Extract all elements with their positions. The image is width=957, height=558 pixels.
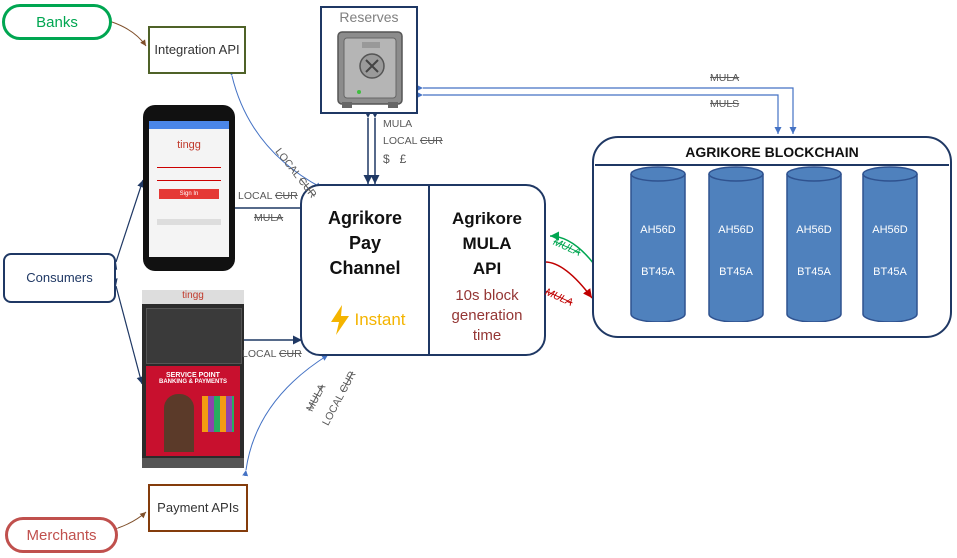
- reserves-label: Reserves: [339, 9, 399, 25]
- phone-mula-label: MULA: [254, 212, 284, 224]
- block-cylinder-4[interactable]: AH56D BT45A: [862, 166, 918, 322]
- block-cylinder-1[interactable]: AH56D BT45A: [630, 166, 686, 322]
- integration-api-node[interactable]: Integration API: [148, 26, 246, 74]
- mula-api-title: Agrikore MULA API: [452, 209, 522, 278]
- kiosk-local-cur-label: LOCAL CUR: [242, 348, 302, 360]
- merchants-label: Merchants: [26, 526, 97, 544]
- phone-brand: tingg: [177, 139, 201, 151]
- block-id-bottom: BT45A: [873, 266, 907, 278]
- kiosk-sign-line2: BANKING & PAYMENTS: [158, 379, 227, 385]
- block-id-top: AH56D: [796, 224, 832, 236]
- block-id-bottom: BT45A: [719, 266, 753, 278]
- channel-divider: [428, 186, 430, 354]
- blockchain-title: AGRIKORE BLOCKCHAIN: [685, 144, 859, 160]
- block-cylinder-2[interactable]: AH56D BT45A: [708, 166, 764, 322]
- instant-badge: Instant: [310, 304, 424, 336]
- cylinder-shape: [862, 166, 918, 322]
- integration-api-label: Integration API: [154, 42, 240, 57]
- cylinder-shape: [786, 166, 842, 322]
- reserves-symbols-label: $ £: [383, 152, 407, 166]
- phone-signin-button: Sign In: [159, 189, 219, 199]
- phone-image: tingg Sign In: [143, 105, 235, 271]
- lightning-icon: [331, 305, 350, 335]
- kiosk-image: tingg SERVICE POINT BANKING & PAYMENTS: [142, 290, 244, 468]
- consumers-label: Consumers: [26, 270, 93, 285]
- block-id-bottom: BT45A: [797, 266, 831, 278]
- payment-apis-label: Payment APIs: [157, 500, 239, 515]
- block-time-note: 10s block generation time: [451, 287, 523, 344]
- consumers-node[interactable]: Consumers: [3, 253, 116, 303]
- pay-channel-node[interactable]: Agrikore Pay Channel Instant Agrikore MU…: [300, 184, 546, 356]
- reserves-local-cur-label: LOCAL CUR: [383, 135, 443, 147]
- cylinder-shape: [630, 166, 686, 322]
- block-id-top: AH56D: [718, 224, 754, 236]
- kiosk-brand: tingg: [182, 290, 204, 301]
- banks-label: Banks: [36, 13, 78, 31]
- banks-node[interactable]: Banks: [2, 4, 112, 40]
- block-cylinder-3[interactable]: AH56D BT45A: [786, 166, 842, 322]
- reserves-node[interactable]: Reserves: [320, 6, 418, 114]
- phone-local-cur-label: LOCAL CUR: [238, 190, 298, 202]
- block-id-top: AH56D: [872, 224, 908, 236]
- top-mula-label: MULA: [710, 72, 740, 84]
- payment-apis-node[interactable]: Payment APIs: [148, 484, 248, 532]
- cylinder-shape: [708, 166, 764, 322]
- block-id-bottom: BT45A: [641, 266, 675, 278]
- reserves-mula-label: MULA: [383, 118, 413, 130]
- kiosk-sign-line1: SERVICE POINT: [166, 372, 220, 379]
- pay-channel-title: Agrikore Pay Channel: [327, 208, 403, 278]
- block-id-top: AH56D: [640, 224, 676, 236]
- top-muls-label: MULS: [710, 98, 740, 110]
- safe-icon: [337, 31, 403, 108]
- merchants-node[interactable]: Merchants: [5, 517, 118, 553]
